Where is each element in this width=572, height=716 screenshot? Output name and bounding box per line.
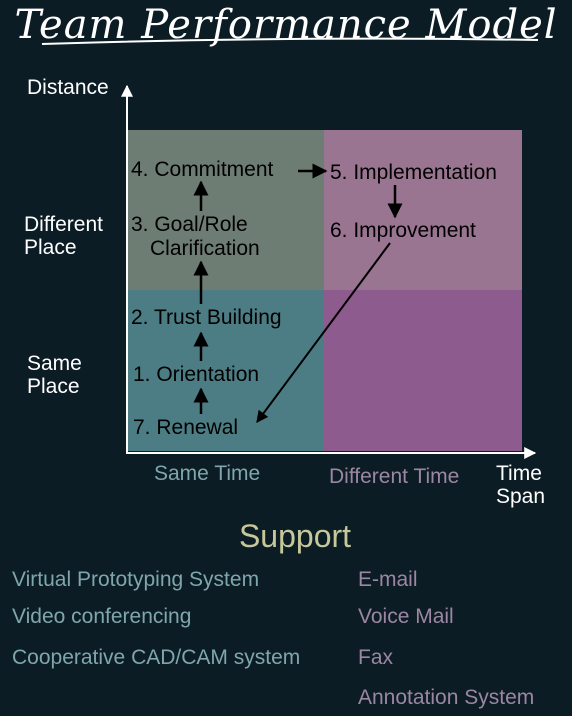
quadrant-different-time-same-place (324, 290, 522, 451)
title-underline (41, 37, 539, 45)
quadrant-same-time-same-place (128, 290, 324, 451)
row-label-line: Different (24, 213, 103, 236)
stage-3-clarification: Clarification (150, 237, 260, 260)
arrow-improvement-to-renewal (256, 242, 391, 423)
stage-7-renewal: 7. Renewal (133, 416, 239, 439)
row-label-line: Place (24, 236, 77, 259)
stage-4-commitment: 4. Commitment (131, 158, 274, 181)
diagram-title: Team Performance Model (14, 2, 558, 48)
support-same-time-item: Cooperative CAD/CAM system (12, 646, 301, 669)
column-label-same-time: Same Time (154, 462, 261, 485)
row-label-line: Place (27, 375, 80, 398)
x-axis-label: Time Span (496, 462, 545, 508)
y-axis-label: Distance (27, 76, 109, 99)
column-label-different-time: Different Time (329, 465, 460, 488)
stage-3-goal-role: 3. Goal/Role (131, 213, 248, 236)
stage-1-orientation: 1. Orientation (133, 363, 260, 386)
row-label-line: Same (27, 352, 82, 375)
x-axis-label-line: Span (496, 485, 546, 508)
row-label-same-place: Same Place (27, 352, 82, 398)
support-different-time-item: Fax (358, 646, 394, 669)
support-same-time-item: Virtual Prototyping System (12, 568, 260, 591)
stage-2-trust-building: 2. Trust Building (131, 306, 282, 329)
stage-6-improvement: 6. Improvement (330, 219, 476, 242)
x-axis-label-line: Time (496, 462, 542, 485)
support-different-time-item: E-mail (358, 568, 418, 591)
row-label-different-place: Different Place (24, 213, 103, 259)
quadrant-different-time-different-place (324, 130, 522, 290)
support-different-time-item: Annotation System (358, 686, 535, 709)
quadrant-same-time-different-place (128, 130, 324, 290)
support-different-time-item: Voice Mail (358, 605, 454, 628)
support-heading: Support (238, 518, 352, 554)
stage-5-implementation: 5. Implementation (330, 161, 497, 184)
support-same-time-item: Video conferencing (12, 605, 192, 628)
